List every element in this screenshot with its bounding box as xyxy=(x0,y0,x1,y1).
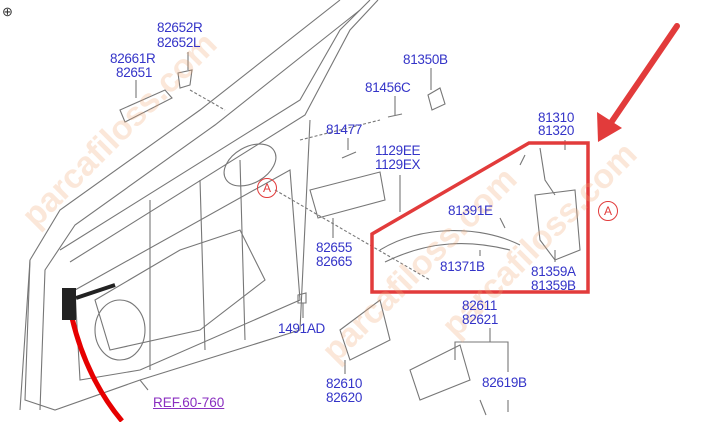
red-arrow-head xyxy=(597,112,622,142)
part-label[interactable]: 82619B xyxy=(482,375,527,390)
part-label[interactable]: 82620 xyxy=(326,390,363,405)
reference-link[interactable]: REF.60-760 xyxy=(153,395,225,410)
part-label[interactable]: 81477 xyxy=(326,122,363,137)
part-label[interactable]: 81456C xyxy=(365,80,411,95)
part-label[interactable]: 82611 xyxy=(462,298,498,313)
part-label[interactable]: 81350B xyxy=(403,52,448,67)
part-label[interactable]: 81359A xyxy=(531,264,576,279)
part-label[interactable]: 82621 xyxy=(462,312,499,327)
part-label[interactable]: 82665 xyxy=(316,254,353,269)
red-curve xyxy=(69,317,124,422)
part-label[interactable]: 82610 xyxy=(326,376,363,391)
part-label[interactable]: 1129EX xyxy=(375,157,421,172)
part-label[interactable]: 82655 xyxy=(316,240,353,255)
door-check-arm xyxy=(75,283,116,300)
part-label[interactable]: 81320 xyxy=(538,123,575,138)
part-label[interactable]: 1491AD xyxy=(278,321,325,336)
part-label[interactable]: 1129EE xyxy=(375,143,421,158)
part-label[interactable]: 82652R xyxy=(157,20,203,35)
highlight-box xyxy=(370,141,590,294)
callout-a: A xyxy=(257,178,277,198)
part-label[interactable]: 82651 xyxy=(116,65,153,80)
part-label[interactable]: 82661R xyxy=(110,51,156,66)
part-label[interactable]: 81371B xyxy=(440,259,485,274)
part-label[interactable]: 81359B xyxy=(531,278,576,293)
door-check-part xyxy=(62,288,76,320)
part-label[interactable]: 82652L xyxy=(157,35,201,50)
red-arrow xyxy=(603,23,680,133)
callout-a: A xyxy=(598,201,618,221)
part-label[interactable]: 81310 xyxy=(538,110,575,125)
magnifier-plus-icon[interactable]: ⊕ xyxy=(2,4,13,19)
part-label[interactable]: 81391E xyxy=(448,203,493,218)
